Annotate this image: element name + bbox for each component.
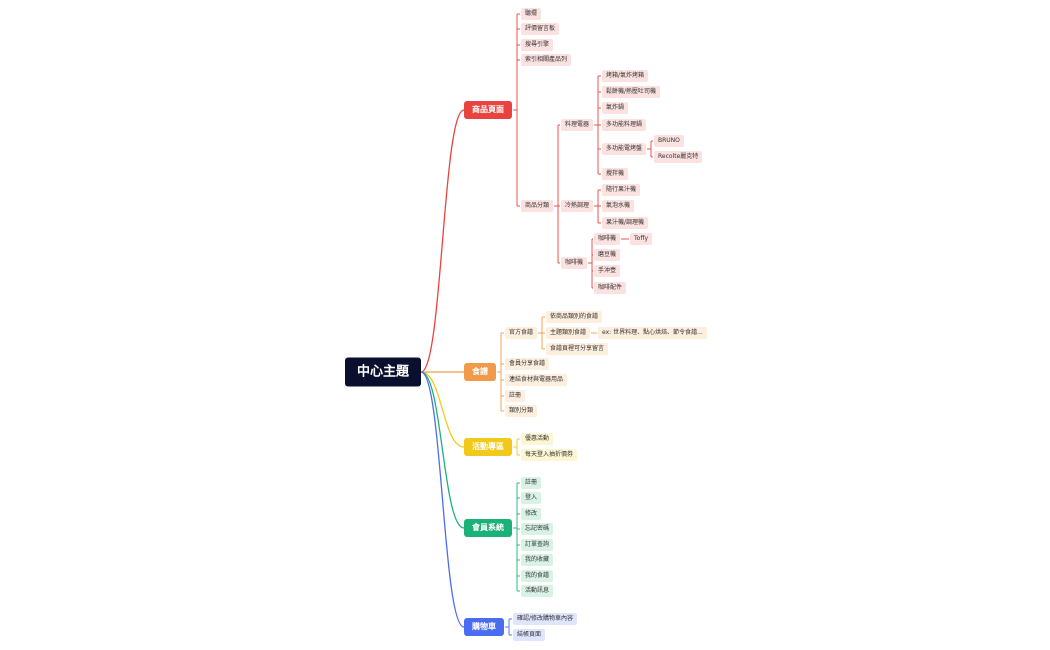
topic-node[interactable]: 料理電器 bbox=[561, 119, 594, 131]
topic-node[interactable]: 冷熱調理 bbox=[561, 200, 594, 212]
topic-node[interactable]: Toffy bbox=[630, 233, 653, 245]
topic-node[interactable]: Recolte麗克特 bbox=[654, 151, 703, 163]
topic-node[interactable]: BRUNO bbox=[654, 135, 684, 147]
topic-node[interactable]: 結帳頁面 bbox=[513, 629, 546, 641]
branch-connector-3 bbox=[513, 482, 520, 592]
topic-node[interactable]: 索引相關產品列 bbox=[521, 54, 572, 66]
root-node[interactable]: 中心主題 bbox=[345, 357, 421, 387]
root-connector-events bbox=[420, 371, 465, 448]
branch-connector-0-4-0 bbox=[594, 75, 601, 175]
topic-node[interactable]: 訂單查詢 bbox=[521, 539, 554, 551]
topic-node[interactable]: 我的收藏 bbox=[521, 554, 554, 566]
root-connector-member bbox=[420, 371, 465, 529]
topic-node[interactable]: 忘記密碼 bbox=[521, 523, 554, 535]
branch-connector-0 bbox=[513, 13, 520, 207]
topic-node[interactable]: 商品分類 bbox=[521, 200, 554, 212]
main-topic-member[interactable]: 會員系統 bbox=[464, 519, 512, 537]
main-topic-recipe[interactable]: 食譜 bbox=[464, 363, 496, 381]
topic-node[interactable]: 多功能電烤盤 bbox=[602, 143, 647, 155]
topic-node[interactable]: 官方食譜 bbox=[505, 327, 538, 339]
topic-node[interactable]: 聽擺 bbox=[521, 8, 542, 20]
topic-node[interactable]: 氣泡水機 bbox=[602, 200, 635, 212]
main-topic-product[interactable]: 商品頁面 bbox=[464, 101, 512, 119]
root-connector-product bbox=[420, 109, 465, 373]
branch-connector-1 bbox=[497, 332, 504, 412]
topic-node[interactable]: 咖啡機 bbox=[561, 257, 588, 269]
topic-node[interactable]: 食譜頁裡可分享留言 bbox=[546, 343, 609, 355]
topic-node[interactable]: 連結食材與電器用品 bbox=[505, 374, 568, 386]
branch-connector-0-4-1 bbox=[594, 189, 601, 224]
topic-node[interactable]: 氣炸鍋 bbox=[602, 102, 629, 114]
branch-connector-2 bbox=[513, 438, 520, 456]
topic-node[interactable]: 登入 bbox=[521, 492, 542, 504]
topic-node[interactable]: 果汁機/調理機 bbox=[602, 217, 649, 229]
topic-node[interactable]: 磨豆機 bbox=[594, 249, 621, 261]
topic-node[interactable]: 我的食譜 bbox=[521, 570, 554, 582]
main-topic-events[interactable]: 活動專區 bbox=[464, 438, 512, 456]
topic-node[interactable]: 類別分類 bbox=[505, 405, 538, 417]
topic-node[interactable]: 烤箱/氣炸烤箱 bbox=[602, 70, 649, 82]
branch-connector-0-4 bbox=[554, 124, 560, 264]
topic-node[interactable]: 咖啡機 bbox=[594, 233, 621, 245]
topic-node[interactable]: 註冊 bbox=[521, 477, 542, 489]
topic-node[interactable]: 隨行果汁機 bbox=[602, 184, 641, 196]
main-topic-cart[interactable]: 購物車 bbox=[464, 618, 504, 636]
topic-node[interactable]: 會員分享食譜 bbox=[505, 358, 550, 370]
topic-node[interactable]: 手沖壺 bbox=[594, 265, 621, 277]
topic-node[interactable]: 搜尋引擎 bbox=[521, 39, 554, 51]
branch-connector-0-4-2 bbox=[588, 238, 593, 289]
topic-node[interactable]: 註冊 bbox=[505, 390, 526, 402]
topic-node[interactable]: 咖啡配件 bbox=[594, 282, 627, 294]
topic-node[interactable]: 確認/修改購物車內容 bbox=[513, 613, 578, 625]
topic-node[interactable]: 優惠活動 bbox=[521, 433, 554, 445]
topic-node[interactable]: 依商品類別的食譜 bbox=[546, 311, 603, 323]
topic-node[interactable]: 評價留言板 bbox=[521, 23, 560, 35]
root-connector-cart bbox=[420, 371, 465, 628]
topic-node[interactable]: ex: 世界料理、點心烘焙、節令食譜... bbox=[598, 327, 707, 339]
topic-node[interactable]: 活動訊息 bbox=[521, 585, 554, 597]
topic-node[interactable]: 每天登入抽折價券 bbox=[521, 449, 578, 461]
topic-node[interactable]: 鬆餅機/熱壓吐司機 bbox=[602, 86, 661, 98]
topic-node[interactable]: 多功能料理鍋 bbox=[602, 119, 647, 131]
topic-node[interactable]: 主題類別食譜 bbox=[546, 327, 591, 339]
branch-connector-1-0 bbox=[538, 316, 545, 350]
branch-connector-0-4-0-4 bbox=[647, 140, 653, 158]
topic-node[interactable]: 攪拌機 bbox=[602, 168, 629, 180]
topic-node[interactable]: 修改 bbox=[521, 508, 542, 520]
branch-connector-4 bbox=[505, 618, 512, 636]
